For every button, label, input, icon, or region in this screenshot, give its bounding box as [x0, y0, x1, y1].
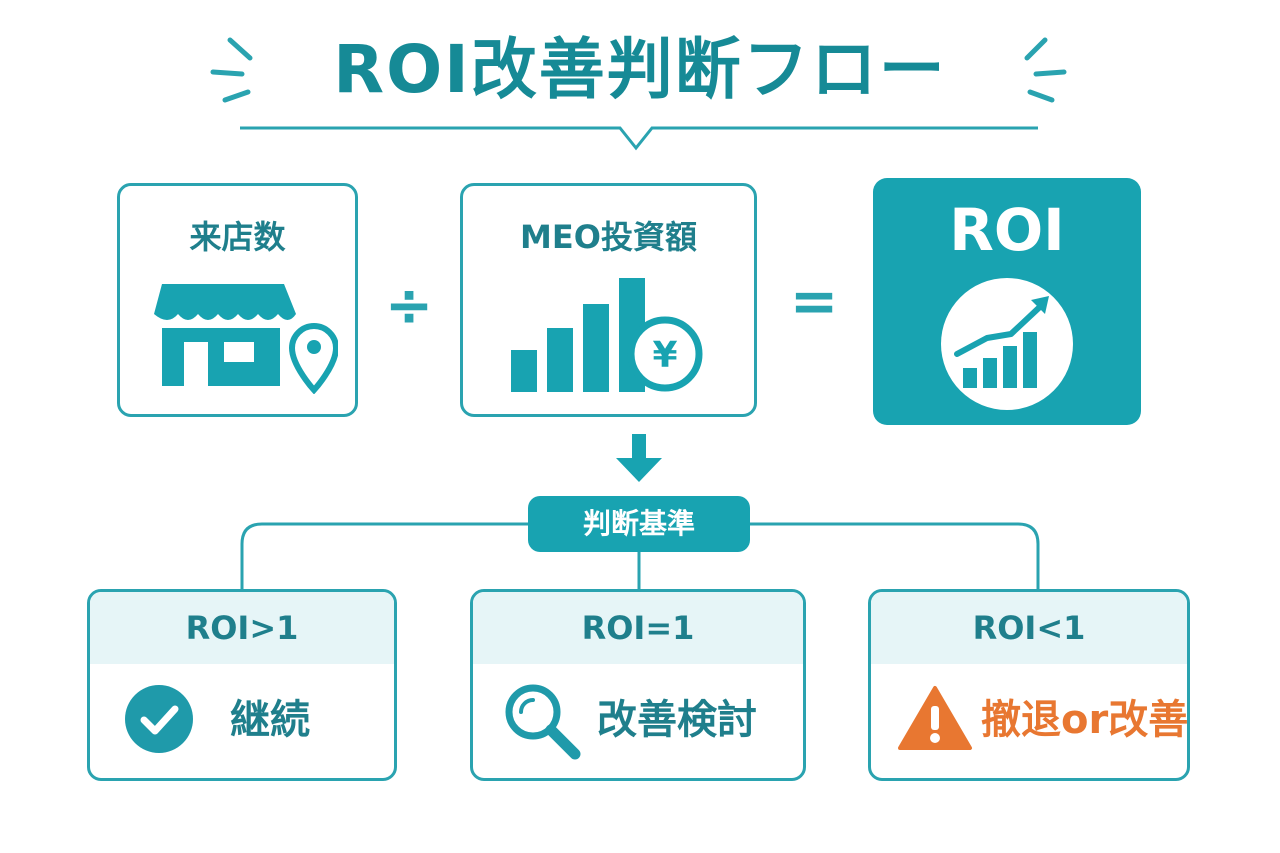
outcome-action: 継続: [230, 697, 310, 743]
svg-text:¥: ¥: [652, 335, 677, 376]
right-sparkle-icon: [1024, 37, 1067, 103]
outcome-action: 改善検討: [597, 697, 757, 743]
down-arrow-icon: [616, 434, 662, 482]
outcome-condition: ROI>1: [90, 592, 394, 664]
visits-label: 来店数: [189, 218, 286, 256]
investment-label: MEO投資額: [520, 218, 697, 256]
criteria-pill: 判断基準: [528, 496, 750, 552]
outcome-condition: ROI=1: [473, 592, 803, 664]
roi-result-box: ROI: [873, 178, 1141, 425]
bar-chart-yen-icon: ¥: [511, 278, 703, 392]
divide-symbol: ÷: [384, 271, 434, 339]
magnifier-icon: [505, 684, 581, 760]
visits-box: 来店数: [117, 183, 358, 417]
roi-label: ROI: [949, 196, 1065, 264]
outcome-condition: ROI<1: [871, 592, 1187, 664]
outcome-card-continue: ROI>1 継続: [87, 589, 397, 781]
page-title: ROI改善判断フロー: [333, 31, 947, 108]
outcome-card-review: ROI=1 改善検討: [470, 589, 806, 781]
investment-box: MEO投資額 ¥: [460, 183, 757, 417]
left-sparkle-icon: [210, 37, 253, 103]
title-underline: [240, 126, 1038, 151]
equals-symbol: =: [789, 267, 839, 335]
outcome-action: 撤退or改善: [981, 697, 1189, 743]
branch-lines: [240, 522, 1040, 589]
warning-triangle-icon: [898, 686, 972, 750]
growth-chart-icon: [941, 278, 1073, 410]
outcome-card-withdraw: ROI<1 撤退or改善: [868, 589, 1190, 781]
store-location-icon: [154, 284, 338, 394]
check-circle-icon: [125, 685, 193, 753]
